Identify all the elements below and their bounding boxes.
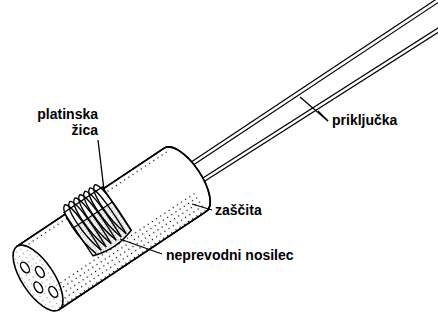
coil-turn: [90, 182, 132, 237]
platinum-coil: [60, 182, 132, 257]
sheath: [0, 133, 220, 319]
part-label: priključka: [332, 112, 432, 128]
leader-lines: [98, 97, 328, 254]
lead-wires: [190, 0, 438, 182]
part-label: zaščita: [215, 202, 305, 218]
holes: [19, 255, 60, 304]
part-label: platinska žica: [13, 106, 98, 138]
part-label: neprevodni nosilec: [166, 247, 366, 263]
